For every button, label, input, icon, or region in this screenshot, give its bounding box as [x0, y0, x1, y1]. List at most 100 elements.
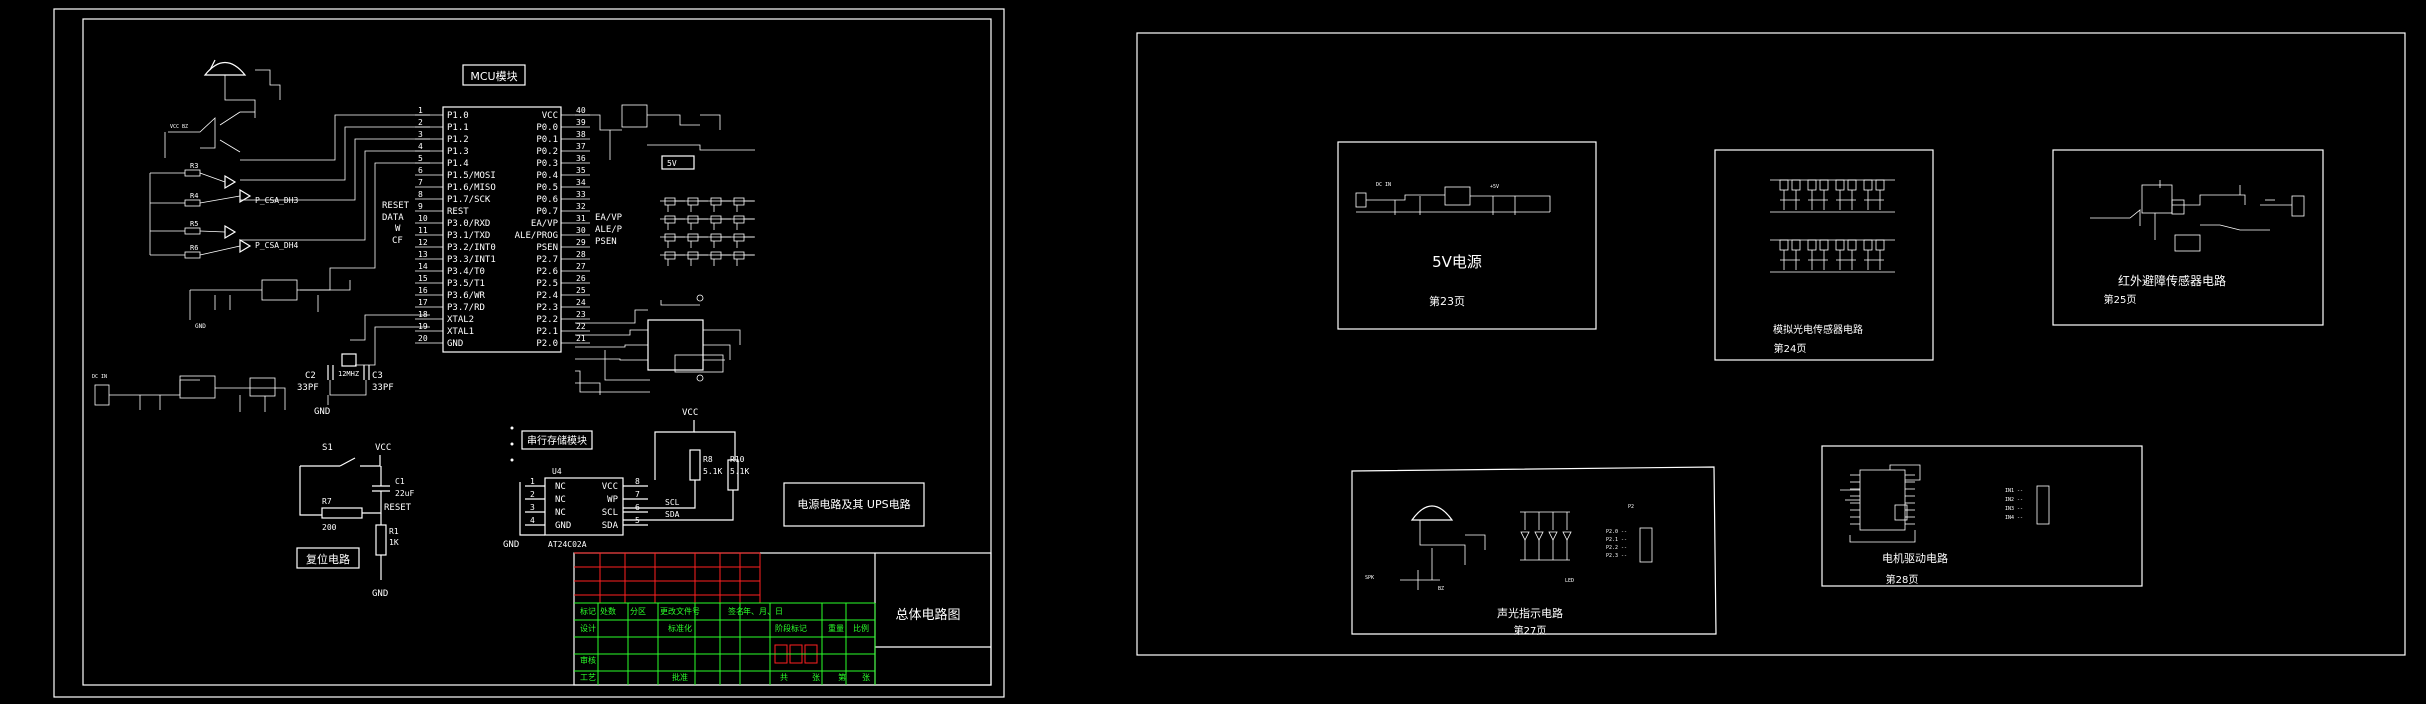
- mcu-right-pin-num: 35: [576, 166, 586, 175]
- mcu-left-pin-num: 4: [418, 142, 423, 151]
- right-sheet-border: [1136, 32, 2406, 656]
- mcu-right-pin-name: P2.3: [536, 303, 558, 313]
- svg-text:R3: R3: [190, 162, 198, 170]
- mcu-right-pin-name: P2.6: [536, 267, 558, 277]
- svg-text:5V: 5V: [667, 159, 677, 168]
- reset-c1-value: 22uF: [395, 489, 414, 498]
- panel-motor-pins: [1850, 474, 1915, 525]
- eeprom-chip-ref: U4: [552, 467, 562, 476]
- mcu-right-pin-name: P0.0: [536, 123, 558, 133]
- panel-ir-obstacle: 红外避障传感器电路 第25页: [2052, 149, 2324, 326]
- ext-label-cf: CF: [392, 236, 403, 246]
- eeprom-left-pin-num: 3: [530, 503, 535, 512]
- mcu-right-pin-num: 34: [576, 178, 586, 187]
- eeprom-module: 串行存储模块 VCC R8 5.1K R10 5.1K U4 1NC2NC3NC…: [503, 408, 749, 550]
- mcu-left-pin-num: 6: [418, 166, 423, 175]
- mcu-left-pin-name: P3.4/T0: [447, 267, 485, 277]
- mcu-right-pin-num: 37: [576, 142, 586, 151]
- eeprom-right-pin-name: SCL: [602, 508, 618, 518]
- mcu-right-pin-num: 23: [576, 310, 586, 319]
- mcu-right-pin-num: 26: [576, 274, 586, 283]
- panel-5v-title: 5V电源: [1432, 253, 1482, 271]
- mcu-left-pin-num: 7: [418, 178, 423, 187]
- eeprom-r10-value: 5.1K: [730, 467, 749, 476]
- eeprom-r8-value: 5.1K: [703, 467, 722, 476]
- mcu-left-pin-num: 19: [418, 322, 428, 331]
- mcu-right-pin-num: 28: [576, 250, 586, 259]
- regulator-block-upper: GND: [189, 279, 351, 330]
- mcu-right-pin-name: P2.0: [536, 339, 558, 349]
- panel-motor-driver: IN1 -- IN2 -- IN3 -- IN4 -- 电机驱动电路 第28页: [1821, 445, 2143, 587]
- svg-text:P2.3 --: P2.3 --: [1606, 553, 1627, 559]
- eeprom-gnd: GND: [503, 540, 519, 550]
- ext-label-psen: PSEN: [595, 237, 617, 247]
- eeprom-part: AT24C02A: [548, 540, 587, 549]
- eeprom-right-pin-name: SDA: [602, 521, 619, 531]
- eeprom-scl-net: SCL: [665, 498, 680, 507]
- tb-r2c1: 设计: [580, 623, 596, 633]
- mcu-left-pin-num: 1: [418, 106, 423, 115]
- crystal-freq: 12MHZ: [338, 370, 359, 378]
- panel-motor-page: 第28页: [1886, 573, 1919, 586]
- mcu-left-pin-name: P1.7/SCK: [447, 195, 491, 205]
- mcu-right-pin-name: P0.6: [536, 195, 558, 205]
- crystal-c3-value: 33PF: [372, 383, 394, 393]
- mcu-left-pin-name: XTAL1: [447, 327, 474, 337]
- eeprom-title: 串行存储模块: [527, 434, 587, 447]
- tb-r4c5: 第: [838, 672, 846, 682]
- mcu-left-pin-name: P3.7/RD: [447, 303, 485, 313]
- tb-r1c1: 标记: [580, 606, 596, 616]
- svg-text:IN4 --: IN4 --: [2005, 515, 2023, 521]
- reset-r1-label: R1: [389, 527, 399, 536]
- mcu-right-pin-name: P2.1: [536, 327, 558, 337]
- mcu-right-pin-num: 36: [576, 154, 586, 163]
- panel-ir-page: 第25页: [2104, 293, 2137, 306]
- tb-r4c1: 工艺: [580, 673, 596, 682]
- mcu-left-pin-name: P3.5/T1: [447, 279, 485, 289]
- eeprom-left-pin-name: NC: [555, 482, 566, 492]
- mcu-right-pin-name: P0.7: [536, 207, 558, 217]
- mcu-left-pin-name: P1.4: [447, 159, 469, 169]
- ext-label-eavp: EA/VP: [595, 213, 623, 223]
- mcu-right-pin-num: 27: [576, 262, 586, 271]
- mcu-right-pin-name: P0.4: [536, 171, 558, 181]
- mcu-left-pin-num: 12: [418, 238, 428, 247]
- svg-text:R5: R5: [190, 220, 198, 228]
- mcu-right-pin-num: 32: [576, 202, 586, 211]
- mcu-left-pin-num: 9: [418, 202, 423, 211]
- eeprom-left-pin-num: 2: [530, 490, 535, 499]
- reset-c1-label: C1: [395, 477, 405, 486]
- opto-sensor-array: [660, 197, 755, 266]
- title-block-title: 总体电路图: [895, 607, 960, 623]
- tb-r1c2: 处数: [600, 606, 616, 616]
- mcu-left-pin-num: 20: [418, 334, 428, 343]
- ext-label-alep: ALE/P: [595, 225, 623, 235]
- right-sheet: DC IN +5V 5V电源 第23页 模拟光电传感器电路 第24页: [1136, 32, 2406, 656]
- eeprom-right-pin-num: 8: [635, 477, 640, 486]
- mcu-right-pin-num: 38: [576, 130, 586, 139]
- mcu-right-pin-name: P2.2: [536, 315, 558, 325]
- mcu-chip: [442, 106, 562, 353]
- mcu-left-pin-name: GND: [447, 339, 463, 349]
- reset-sw-label: S1: [322, 443, 333, 453]
- svg-text:SPK: SPK: [1365, 575, 1374, 581]
- tb-r1c3: 分区: [630, 607, 646, 616]
- reset-r1-value: 1K: [389, 538, 399, 547]
- svg-text:BZ: BZ: [1438, 586, 1444, 592]
- left-sheet-inner-border: [82, 18, 992, 686]
- reset-net-label: RESET: [384, 503, 412, 513]
- mcu-right-pin-name: P0.5: [536, 183, 558, 193]
- tb-r1c4: 更改文件号: [660, 606, 700, 616]
- mcu-left-pin-num: 5: [418, 154, 423, 163]
- tb-r4c6: 张: [862, 673, 870, 682]
- reset-r7-label: R7: [322, 497, 332, 506]
- left-sheet: MCU模块 1P1.02P1.13P1.24P1.35P1.46P1.5/MOS…: [53, 8, 1005, 698]
- eeprom-left-pin-name: NC: [555, 495, 566, 505]
- svg-text:DC IN: DC IN: [1376, 182, 1391, 188]
- mcu-left-pin-num: 13: [418, 250, 428, 259]
- mcu-right-pin-num: 29: [576, 238, 586, 247]
- ext-label-w: W: [395, 224, 401, 234]
- eeprom-r8-label: R8: [703, 455, 713, 464]
- mcu-left-pin-num: 10: [418, 214, 428, 223]
